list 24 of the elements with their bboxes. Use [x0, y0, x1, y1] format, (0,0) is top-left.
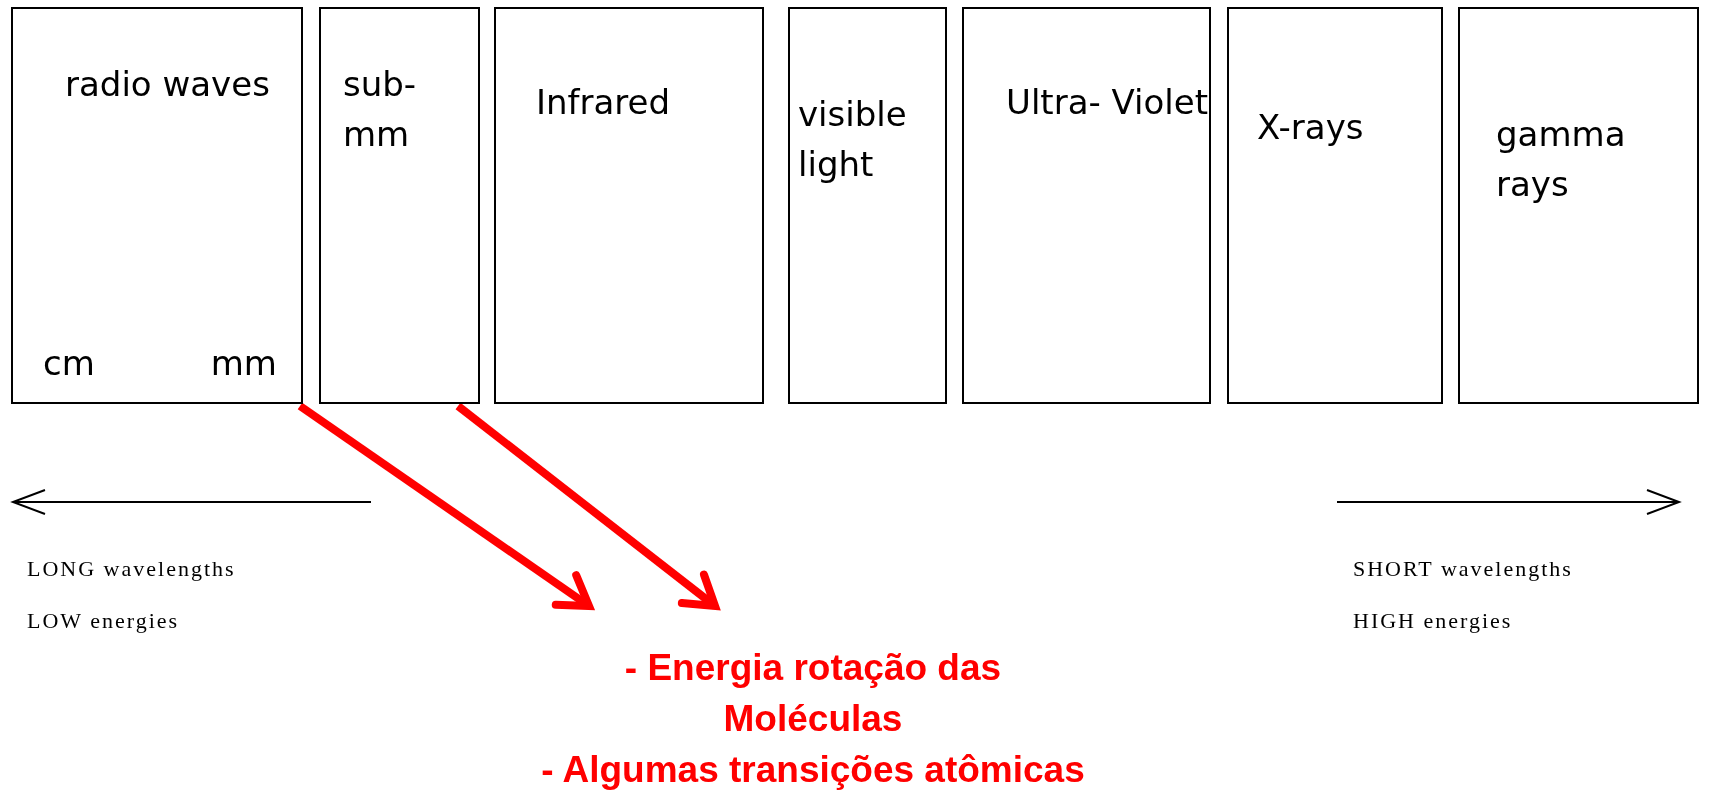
unit-label: cm: [43, 342, 95, 385]
arrow: [297, 402, 593, 610]
band-label: gamma rays: [1496, 113, 1627, 206]
spectrum-band-box: [962, 7, 1211, 404]
band-label: X-rays: [1257, 106, 1364, 149]
axis-note: LOW energies: [27, 608, 180, 634]
spectrum-band-box: [319, 7, 480, 404]
annotation-text: - Energia rotação das Moléculas: [623, 646, 1003, 741]
spectrum-band-box: [1227, 7, 1443, 404]
axis-note: LONG wavelengths: [27, 556, 236, 582]
spectrum-band-box: [11, 7, 303, 404]
spectrum-band-box: [788, 7, 947, 404]
band-label: radio waves: [65, 63, 270, 106]
axis-note: SHORT wavelengths: [1353, 556, 1573, 582]
band-label: Infrared: [536, 81, 671, 124]
band-label: visible light: [798, 93, 908, 186]
band-label: sub- mm: [343, 63, 418, 156]
band-label: Ultra- Violet: [1006, 81, 1208, 124]
spectrum-band-box: [494, 7, 764, 404]
spectrum-band-box: [1458, 7, 1699, 404]
axis-note: HIGH energies: [1353, 608, 1513, 634]
arrow: [455, 402, 719, 610]
unit-label: mm: [210, 342, 277, 385]
annotation-text: - Algumas transições atômicas: [541, 748, 1085, 792]
